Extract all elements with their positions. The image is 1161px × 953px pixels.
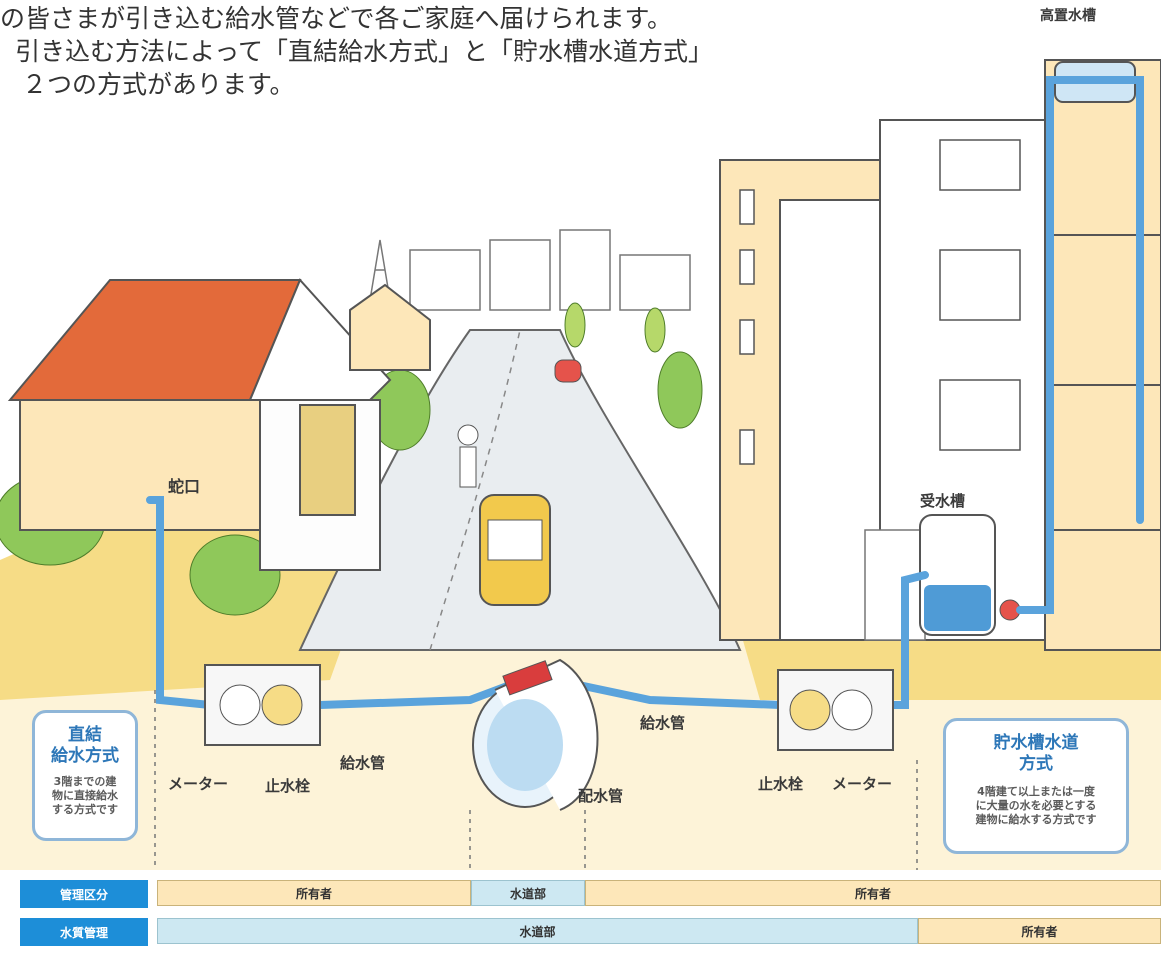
direct-supply-box: 直結 給水方式 3階までの建 物に直接給水 する方式です <box>32 710 138 841</box>
intro-line-1: の皆さまが引き込む給水管などで各ご家庭へ届けられます。 <box>0 4 673 33</box>
water-quality-header: 水質管理 <box>20 918 148 946</box>
distribution-main <box>472 658 599 811</box>
intro-line-3: ２つの方式があります。 <box>22 70 295 99</box>
storage-desc-3: 建物に給水する方式です <box>975 813 1097 826</box>
receiving-tank-label: 受水槽 <box>920 492 966 510</box>
water-quality-owner: 所有者 <box>918 918 1161 944</box>
direct-title-1: 直結 <box>68 725 102 745</box>
meter-label-left: メーター <box>168 775 229 793</box>
boundary-lines <box>154 690 918 870</box>
house <box>7 278 431 571</box>
elevated-tank-label: 高置水槽 <box>1040 8 1096 24</box>
distribution-pipe-label: 配水管 <box>578 787 624 805</box>
supply-pipe-label-right: 給水管 <box>640 714 686 732</box>
vehicles-and-people <box>457 359 582 606</box>
management-waterworks: 水道部 <box>471 880 585 906</box>
meter-label-right: メーター <box>832 775 893 793</box>
water-quality-waterworks: 水道部 <box>157 918 918 944</box>
management-owner-left: 所有者 <box>157 880 471 906</box>
storage-title-1: 貯水槽水道 <box>993 733 1079 753</box>
faucet-label: 蛇口 <box>168 477 201 496</box>
supply-pipe-label-left: 給水管 <box>340 754 386 772</box>
management-owner-right: 所有者 <box>585 880 1161 906</box>
water-quality-row: 水質管理 水道部 所有者 <box>20 918 1161 946</box>
intro-line-2: 引き込む方法によって「直結給水方式」と「貯水槽水道方式」 <box>15 37 714 66</box>
management-header: 管理区分 <box>20 880 148 908</box>
storage-desc-1: 4階建て以上または一度 <box>977 785 1095 798</box>
intro-text: の皆さまが引き込む給水管などで各ご家庭へ届けられます。 引き込む方法によって「直… <box>0 0 820 101</box>
receiving-tank <box>864 514 1021 641</box>
water-supply-illustration <box>0 59 1161 870</box>
storage-title-2: 方式 <box>1019 754 1053 774</box>
storage-desc-2: に大量の水を必要とする <box>975 799 1097 812</box>
stop-valve-label-left: 止水栓 <box>265 777 311 795</box>
direct-title-2: 給水方式 <box>51 746 119 766</box>
meter-boxes <box>204 664 894 751</box>
direct-desc-2: 物に直接給水 <box>52 789 118 802</box>
management-row: 管理区分 所有者 水道部 所有者 <box>20 880 1161 908</box>
direct-desc-3: する方式です <box>52 803 118 816</box>
storage-tank-box: 貯水槽水道 方式 4階建て以上または一度 に大量の水を必要とする 建物に給水する… <box>943 718 1129 854</box>
direct-desc-1: 3階までの建 <box>53 775 117 788</box>
city-skyline <box>369 229 691 311</box>
stop-valve-label-right: 止水栓 <box>758 775 804 793</box>
